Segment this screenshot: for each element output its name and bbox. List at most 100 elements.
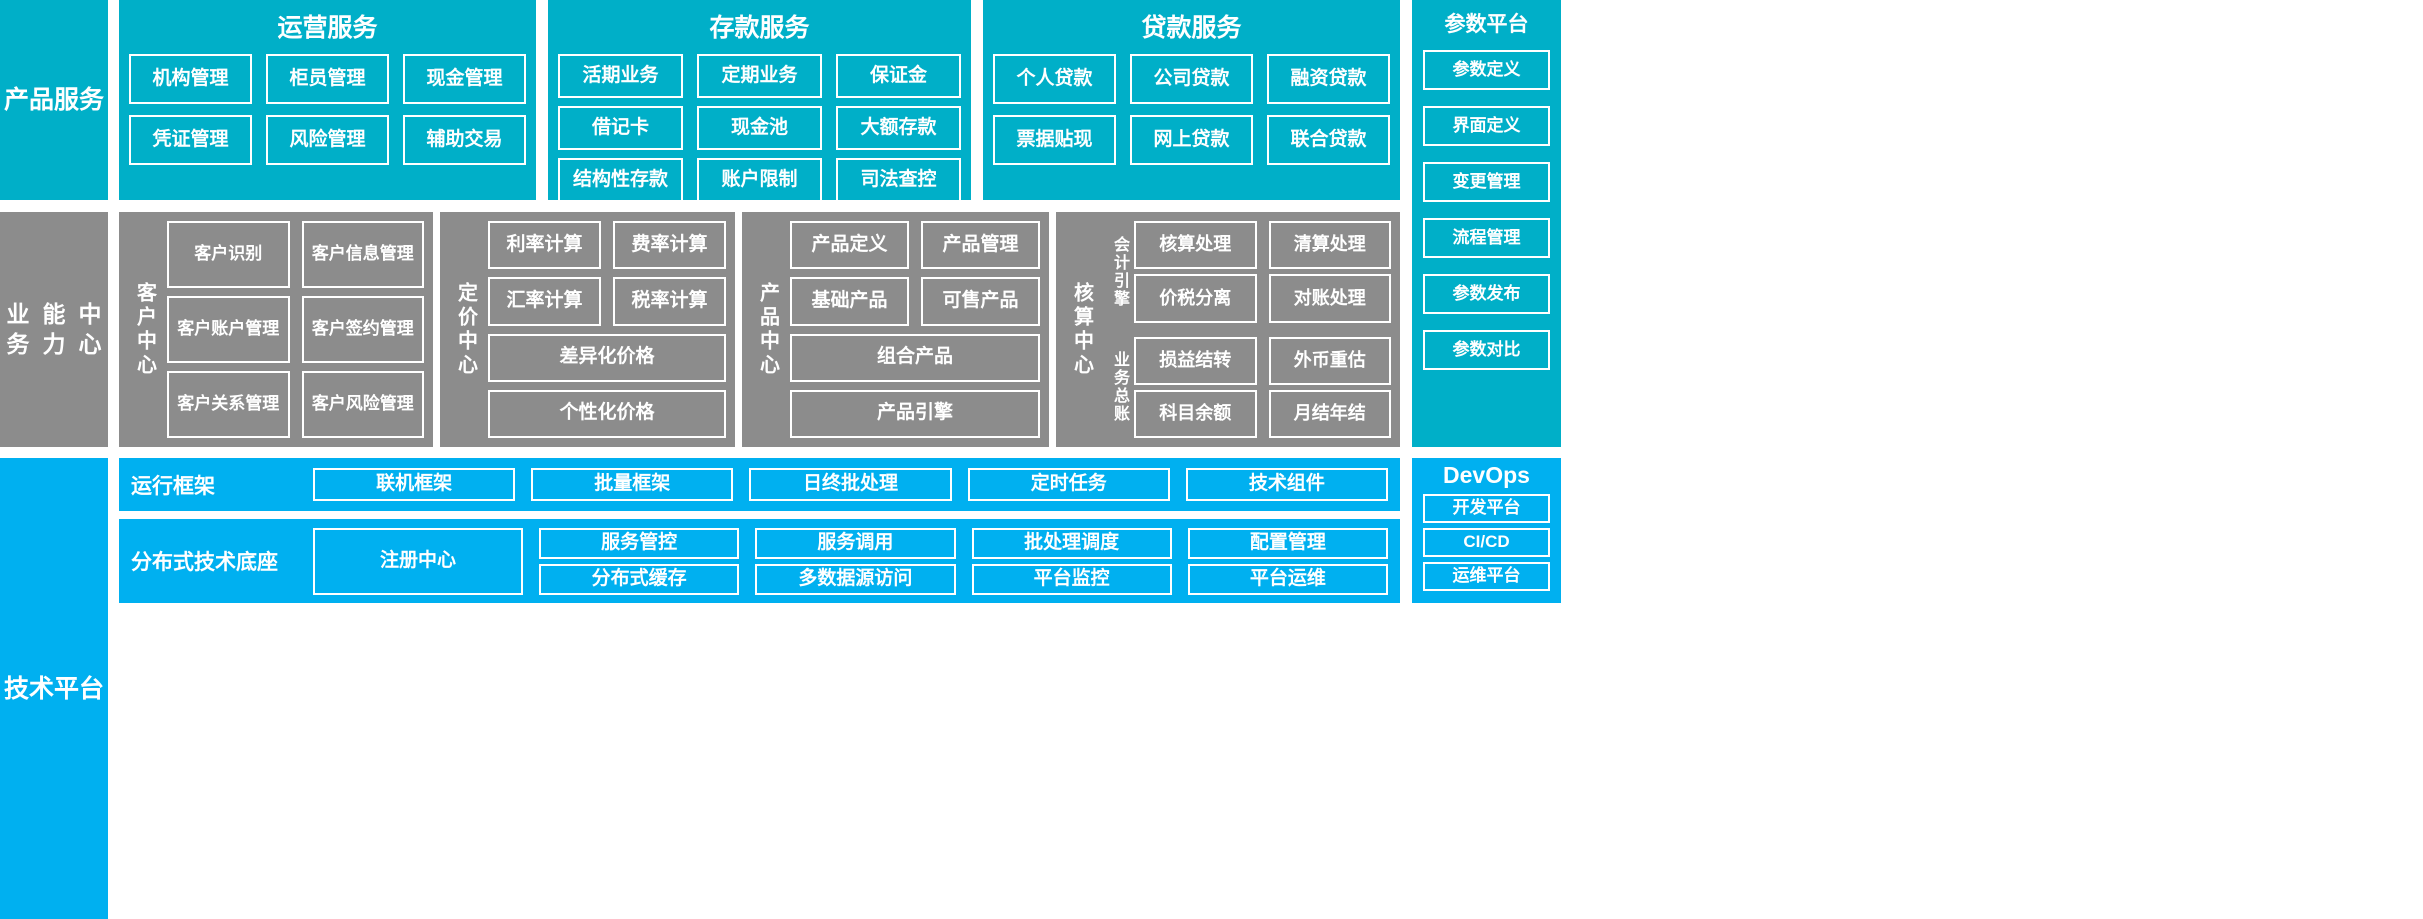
center-item-zuhe-chanpin[interactable]: 组合产品 [790,333,1040,382]
service-item-jigou-guanli[interactable]: 机构管理 [129,54,252,104]
service-item-dae-cunkuan[interactable]: 大额存款 [836,106,961,150]
center-item-keshou-chanpin[interactable]: 可售产品 [921,277,1040,326]
service-item-gongsi-daikuan[interactable]: 公司贷款 [1130,54,1253,104]
center-item-gexinghua-jiage[interactable]: 个性化价格 [488,389,726,438]
center-grid-pricing: 利率计算 费率计算 汇率计算 税率计算 差异化价格 个性化价格 [488,221,726,438]
accounting-item-jiashui-fenli[interactable]: 价税分离 [1134,274,1257,323]
param-item-canshu-fabu[interactable]: 参数发布 [1423,274,1550,314]
center-item-shuilv-jisuan[interactable]: 税率计算 [613,277,726,326]
tech-item-fenbushi-huancun[interactable]: 分布式缓存 [539,563,740,595]
accounting-subgroups: 会计引擎 核算处理 清算处理 价税分离 对账处理 业务总账 损益结转 外币重估 … [1104,221,1391,438]
accounting-item-kemu-yue[interactable]: 科目余额 [1134,389,1257,438]
service-item-xianjin-guanli[interactable]: 现金管理 [403,54,526,104]
tech-run-label: 运行框架 [131,474,215,498]
center-item-kehu-xinxi-guanli[interactable]: 客户信息管理 [301,221,424,288]
service-item-dingqi-yewu[interactable]: 定期业务 [697,54,822,98]
param-item-jiemian-dingyi[interactable]: 界面定义 [1423,106,1550,146]
center-item-kehu-guanxi-guanli[interactable]: 客户关系管理 [167,371,290,438]
accounting-subgroup-ledger: 业务总账 损益结转 外币重估 科目余额 月结年结 [1104,336,1391,438]
center-item-chanpin-guanli[interactable]: 产品管理 [921,221,1040,270]
center-item-kehu-fengxian-guanli[interactable]: 客户风险管理 [301,371,424,438]
tech-run-items: 联机框架 批量框架 日终批处理 定时任务 技术组件 [313,468,1388,501]
service-item-geren-daikuan[interactable]: 个人贷款 [993,54,1116,104]
param-item-canshu-duibi[interactable]: 参数对比 [1423,330,1550,370]
center-item-chanpin-dingyi[interactable]: 产品定义 [790,221,909,270]
tech-base-label: 分布式技术底座 [131,551,278,574]
service-grid-loan: 个人贷款 公司贷款 融资贷款 票据贴现 网上贷款 联合贷款 [993,54,1390,165]
group-title-loan: 贷款服务 [1141,14,1242,42]
devops-item-cicd[interactable]: CI/CD [1423,528,1550,557]
accounting-item-duizhang-chuli[interactable]: 对账处理 [1268,274,1391,323]
service-item-guiyuan-guanli[interactable]: 柜员管理 [266,54,389,104]
accounting-item-yuejie-nianjie[interactable]: 月结年结 [1268,389,1391,438]
accounting-item-sunyi-jiezhuan[interactable]: 损益结转 [1134,336,1257,385]
tech-item-piliang-kuangjia[interactable]: 批量框架 [531,468,734,501]
service-item-fengxian-guanli[interactable]: 风险管理 [266,115,389,165]
row-label-business-capability: 业务能力中心 [0,212,108,447]
accounting-item-waibi-chonggu[interactable]: 外币重估 [1268,336,1391,385]
service-item-zhanghu-xianzhi[interactable]: 账户限制 [697,158,822,202]
service-group-operations: 运营服务 机构管理 柜员管理 现金管理 凭证管理 风险管理 辅助交易 [119,0,536,200]
center-label-customer: 客户中心 [133,281,156,378]
center-grid-customer: 客户识别 客户信息管理 客户账户管理 客户签约管理 客户关系管理 客户风险管理 [167,221,424,438]
service-item-jiegouxing-cunkuan[interactable]: 结构性存款 [558,158,683,202]
devops-item-yunwei-pingtai[interactable]: 运维平台 [1423,562,1550,591]
tech-base-items: 注册中心 服务管控 服务调用 批处理调度 配置管理 分布式缓存 多数据源访问 平… [313,527,1388,595]
center-pricing: 定价中心 利率计算 费率计算 汇率计算 税率计算 差异化价格 个性化价格 [440,212,735,447]
param-platform-panel: 参数平台 参数定义 界面定义 变更管理 流程管理 参数发布 参数对比 [1412,0,1561,447]
param-platform-list: 参数定义 界面定义 变更管理 流程管理 参数发布 参数对比 [1423,50,1550,370]
devops-panel: DevOps 开发平台 CI/CD 运维平台 [1412,458,1561,603]
accounting-sublabel-ledger: 业务总账 [1111,351,1128,424]
tech-base-band: 分布式技术底座 注册中心 服务管控 服务调用 批处理调度 配置管理 分布式缓存 … [119,519,1400,603]
accounting-item-hesuan-chuli[interactable]: 核算处理 [1134,221,1257,270]
devops-title: DevOps [1443,462,1530,488]
tech-item-peizhi-guanli[interactable]: 配置管理 [1187,527,1388,559]
tech-item-lianji-kuangjia[interactable]: 联机框架 [313,468,516,501]
tech-item-duoshujuyuan-fangwen[interactable]: 多数据源访问 [755,563,956,595]
center-item-jichu-chanpin[interactable]: 基础产品 [790,277,909,326]
group-title-deposit: 存款服务 [709,14,810,42]
tech-item-pingtai-jiankong[interactable]: 平台监控 [971,563,1172,595]
center-item-chanpin-yinqing[interactable]: 产品引擎 [790,389,1040,438]
service-item-lianhe-daikuan[interactable]: 联合贷款 [1267,115,1390,165]
service-item-jijika[interactable]: 借记卡 [558,106,683,150]
service-item-wangshang-daikuan[interactable]: 网上贷款 [1130,115,1253,165]
service-item-fuzhu-jiaoyi[interactable]: 辅助交易 [403,115,526,165]
center-customer: 客户中心 客户识别 客户信息管理 客户账户管理 客户签约管理 客户关系管理 客户… [119,212,433,447]
service-item-huoqi-yewu[interactable]: 活期业务 [558,54,683,98]
accounting-item-qingsuan-chuli[interactable]: 清算处理 [1268,221,1391,270]
center-item-feilv-jisuan[interactable]: 费率计算 [613,221,726,270]
service-item-baozhengjin[interactable]: 保证金 [836,54,961,98]
devops-item-kaifa-pingtai[interactable]: 开发平台 [1423,494,1550,523]
tech-item-fuwu-guankong[interactable]: 服务管控 [539,527,740,559]
service-item-sifa-chakong[interactable]: 司法查控 [836,158,961,202]
service-item-pingzheng-guanli[interactable]: 凭证管理 [129,115,252,165]
tech-item-dingshi-renwu[interactable]: 定时任务 [967,468,1170,501]
param-platform-title: 参数平台 [1444,13,1529,36]
center-label-accounting: 核算中心 [1070,281,1093,378]
tech-item-pingtai-yunwei[interactable]: 平台运维 [1187,563,1388,595]
param-item-biangeng-guanli[interactable]: 变更管理 [1423,162,1550,202]
accounting-subgroup-engine: 会计引擎 核算处理 清算处理 价税分离 对账处理 [1104,221,1391,323]
service-item-xianjinchi[interactable]: 现金池 [697,106,822,150]
center-item-kehu-shibie[interactable]: 客户识别 [167,221,290,288]
tech-item-pichuli-diaodu[interactable]: 批处理调度 [971,527,1172,559]
tech-item-rizhong-pichuli[interactable]: 日终批处理 [749,468,952,501]
tech-item-jishu-zujian[interactable]: 技术组件 [1185,468,1388,501]
param-item-canshu-dingyi[interactable]: 参数定义 [1423,50,1550,90]
center-item-kehu-qianyue-guanli[interactable]: 客户签约管理 [301,296,424,363]
tech-item-fuwu-diaoyong[interactable]: 服务调用 [755,527,956,559]
center-item-chayihua-jiage[interactable]: 差异化价格 [488,333,726,382]
center-item-kehu-zhanghu-guanli[interactable]: 客户账户管理 [167,296,290,363]
center-item-huilv-jisuan[interactable]: 汇率计算 [488,277,601,326]
tech-item-zhuce-zhongxin[interactable]: 注册中心 [313,527,523,595]
service-item-piaoju-tiexian[interactable]: 票据贴现 [993,115,1116,165]
param-item-liucheng-guanli[interactable]: 流程管理 [1423,218,1550,258]
center-product: 产品中心 产品定义 产品管理 基础产品 可售产品 组合产品 产品引擎 [742,212,1049,447]
center-item-lilv-jisuan[interactable]: 利率计算 [488,221,601,270]
center-accounting: 核算中心 会计引擎 核算处理 清算处理 价税分离 对账处理 业务总账 损益结转 … [1056,212,1400,447]
service-item-rongzi-daikuan[interactable]: 融资贷款 [1267,54,1390,104]
accounting-sublabel-engine: 会计引擎 [1111,235,1128,308]
service-group-loan: 贷款服务 个人贷款 公司贷款 融资贷款 票据贴现 网上贷款 联合贷款 [983,0,1400,200]
